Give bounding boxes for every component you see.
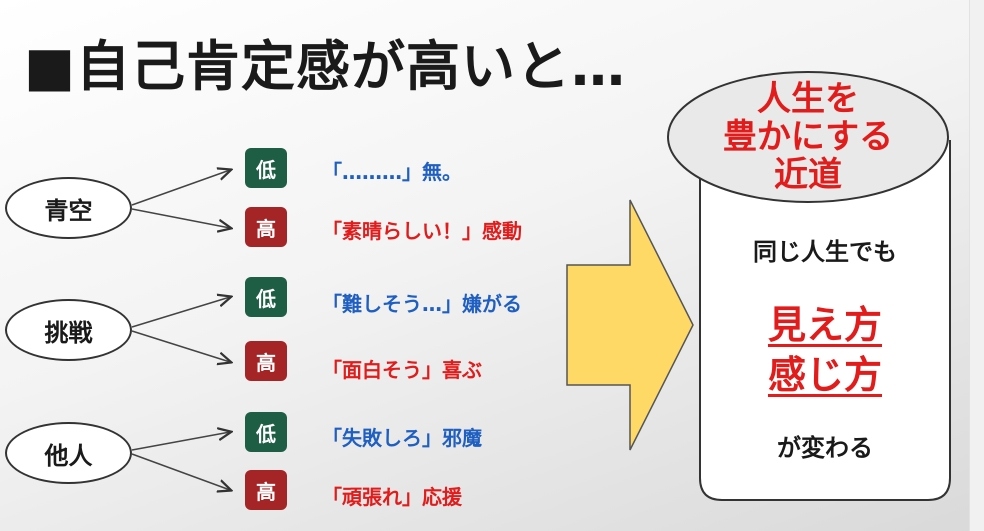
low-badge: 低 <box>245 148 287 188</box>
bucket-emphasis-feeling: 感じ方 <box>767 353 882 397</box>
connector-line <box>131 432 230 451</box>
page-title: ■自己肯定感が高いと… <box>24 35 627 98</box>
category-oval-others: 他人 <box>5 422 132 484</box>
cap-line: 豊かにする <box>722 117 894 157</box>
scrollbar[interactable] <box>969 0 984 531</box>
connector-line <box>131 453 230 490</box>
reaction-low: 「失敗しろ」邪魔 <box>322 426 482 450</box>
cap-line: 人生を <box>757 79 859 119</box>
high-badge: 高 <box>245 207 287 247</box>
bucket-cap-text: 人生を 豊かにする 近道 <box>672 72 944 202</box>
reaction-high: 「頑張れ」応援 <box>322 485 462 509</box>
low-badge: 低 <box>245 412 287 452</box>
reaction-low: 「難しそう…」嫌がる <box>322 292 522 316</box>
bucket-line1: 同じ人生でも <box>753 238 897 266</box>
bucket-cap-ellipse <box>667 71 949 203</box>
category-label: 他人 <box>44 441 93 470</box>
high-badge: 高 <box>245 341 287 381</box>
connector-line <box>131 297 230 328</box>
category-label: 青空 <box>44 196 93 225</box>
connector-line <box>131 208 230 228</box>
reaction-high: 「面白そう」喜ぶ <box>322 358 482 382</box>
category-oval-challenge: 挑戦 <box>5 299 132 361</box>
reaction-high: 「素晴らしい！」感動 <box>322 219 522 243</box>
high-badge: 高 <box>245 470 287 510</box>
connector-line <box>131 170 230 206</box>
big-right-arrow <box>566 199 694 451</box>
connector-line <box>131 330 230 362</box>
category-label: 挑戦 <box>44 318 93 347</box>
category-oval-sky: 青空 <box>5 177 132 239</box>
low-badge: 低 <box>245 277 287 317</box>
bucket-body <box>699 140 951 501</box>
bucket-emphasis-seeing: 見え方 <box>767 303 882 347</box>
bucket-line-end: が変わる <box>777 434 873 462</box>
cap-line: 近道 <box>774 155 842 195</box>
reaction-low: 「………」無。 <box>322 160 462 184</box>
